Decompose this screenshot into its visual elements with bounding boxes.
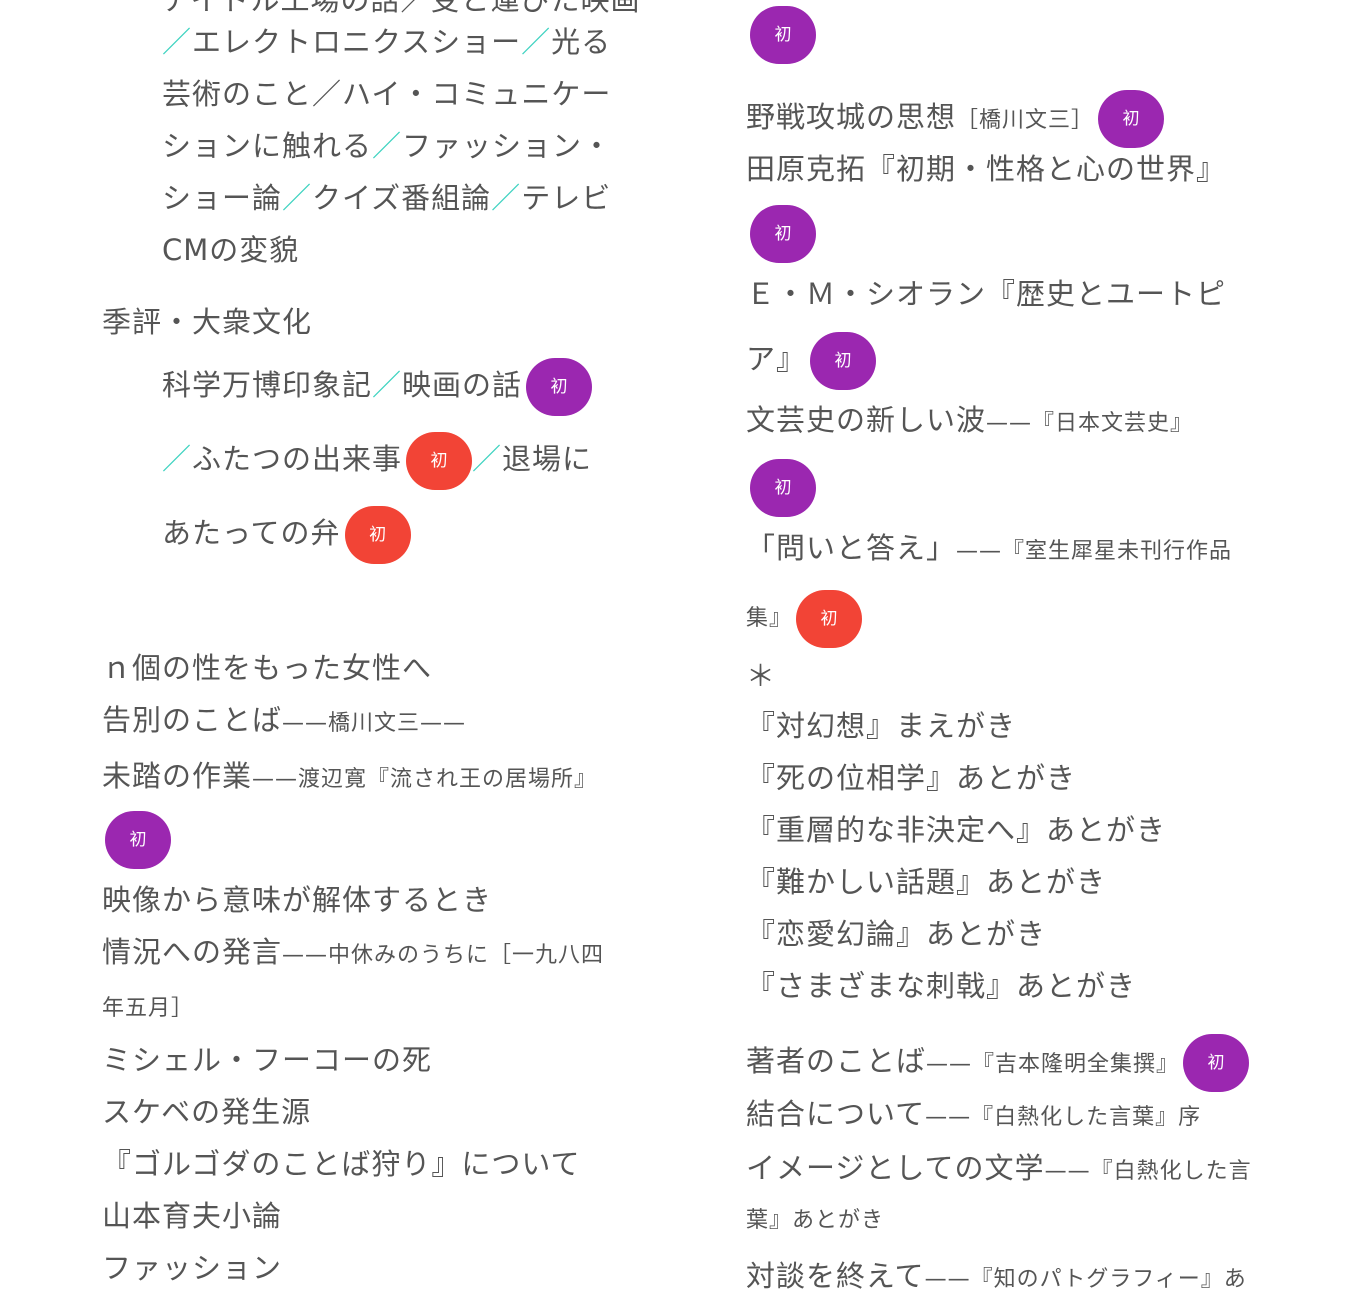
list-item: アイドル工場の話／受と運びた映画: [162, 0, 641, 17]
first-publication-badge: 初: [105, 811, 171, 869]
list-item: 『さまざまな刺戟』あとがき: [746, 969, 1137, 1003]
list-item: ションに触れる／ファッション・: [162, 129, 613, 163]
list-item: 「問いと答え」——『室生犀星未刊行作品: [746, 531, 1233, 565]
first-publication-badge: 初: [750, 459, 816, 517]
list-item: 告別のことば——橋川文三——: [102, 703, 467, 737]
list-item: 映像から意味が解体するとき: [102, 883, 493, 917]
list-item: 野戦攻城の思想［橋川文三］初: [746, 90, 1165, 148]
section-separator: ＊: [746, 659, 777, 693]
list-item: 芸術のこと／ハイ・コミュニケー: [162, 77, 612, 111]
first-publication-badge: 初: [750, 6, 816, 64]
list-item-continuation: 葉』あとがき: [746, 1208, 885, 1233]
first-publication-badge: 初: [810, 332, 877, 390]
list-item: ア』初: [746, 332, 877, 390]
list-item: イメージとしての文学——『白熱化した言: [746, 1151, 1252, 1185]
first-publication-badge: 初: [1183, 1034, 1250, 1092]
list-item: 『死の位相学』あとがき: [746, 761, 1077, 795]
list-item: 結合について——『白熱化した言葉』序: [746, 1097, 1202, 1131]
list-item: 情況への発言——中休みのうちに［一九八四: [102, 935, 605, 969]
list-item-continuation: 集』初: [746, 590, 863, 648]
list-item: 『恋愛幻論』あとがき: [746, 917, 1047, 951]
list-item: ミシェル・フーコーの死: [102, 1043, 433, 1077]
list-item: CMの変貌: [162, 233, 300, 267]
list-item: 対談を終えて——『知のパトグラフィー』あ: [746, 1259, 1247, 1293]
first-publication-badge: 初: [750, 205, 816, 263]
first-publication-badge: 初: [1098, 90, 1165, 148]
list-item: ／ふたつの出来事初／退場に: [162, 432, 592, 490]
section-title: 季評・大衆文化: [102, 305, 313, 339]
list-item-continuation: 年五月］: [102, 996, 195, 1021]
list-item: 『重層的な非決定へ』あとがき: [746, 813, 1167, 847]
list-item: スケベの発生源: [102, 1095, 312, 1129]
list-item: ファッション: [102, 1251, 283, 1285]
list-item: 『難かしい話題』あとがき: [746, 865, 1107, 899]
first-publication-badge: 初: [796, 590, 863, 648]
list-item: 科学万博印象記／映画の話初: [162, 358, 593, 416]
list-item: 『ゴルゴダのことば狩り』について: [102, 1147, 581, 1181]
list-item: 山本育夫小論: [102, 1199, 283, 1233]
list-item: ｎ個の性をもった女性へ: [102, 651, 433, 685]
list-item: 著者のことば——『吉本隆明全集撰』初: [746, 1034, 1250, 1092]
list-item: Ｅ・Ｍ・シオラン『歴史とユートピ: [746, 277, 1227, 311]
first-publication-badge: 初: [406, 432, 473, 490]
list-item: あたっての弁初: [162, 506, 411, 564]
list-item: 田原克拓『初期・性格と心の世界』: [746, 152, 1227, 186]
first-publication-badge: 初: [344, 506, 411, 564]
list-item: ショー論／クイズ番組論／テレビ: [162, 181, 612, 215]
first-publication-badge: 初: [526, 358, 593, 416]
list-item: 文芸史の新しい波——『日本文芸史』: [746, 403, 1194, 437]
list-item: 未踏の作業——渡辺寛『流され王の居場所』: [102, 759, 598, 793]
list-item: 『対幻想』まえがき: [746, 709, 1017, 743]
list-item: ／エレクトロニクスショー／光る: [162, 25, 612, 59]
